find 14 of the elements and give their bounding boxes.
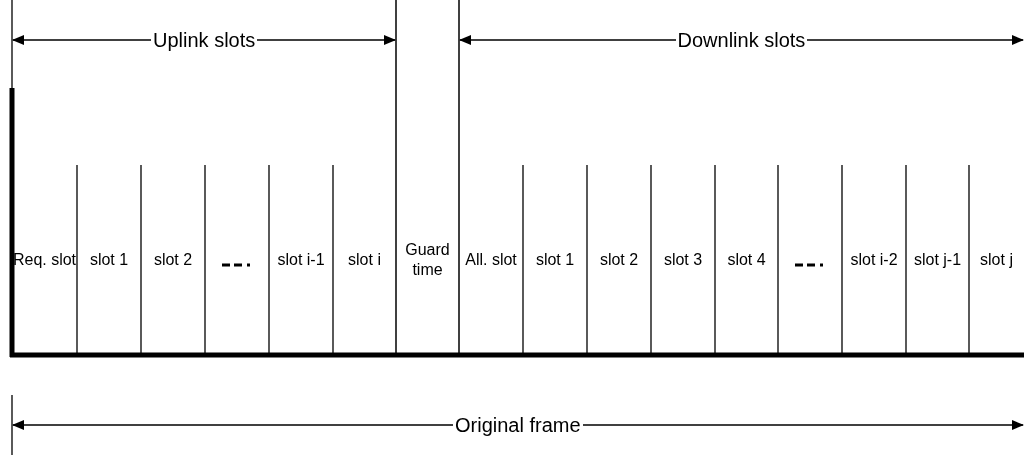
slot-label: slot 2 — [153, 250, 193, 270]
slot-label: slot j — [980, 250, 1013, 270]
slot-label: slot i — [348, 250, 381, 270]
slot-label: slot j-1 — [913, 250, 962, 270]
slot-label: slot 4 — [727, 250, 766, 270]
slot-label: All. slot — [465, 250, 517, 270]
slot-label: Guard time — [404, 240, 451, 280]
slot-label: Req. slot — [12, 250, 77, 270]
slot-label: slot i-2 — [850, 250, 898, 270]
slot-label: slot i-1 — [277, 250, 325, 270]
slot-label: slot 1 — [535, 250, 575, 270]
slot-label: slot 2 — [599, 250, 639, 270]
slot-label: slot 3 — [663, 250, 703, 270]
slot-label: slot 1 — [89, 250, 129, 270]
